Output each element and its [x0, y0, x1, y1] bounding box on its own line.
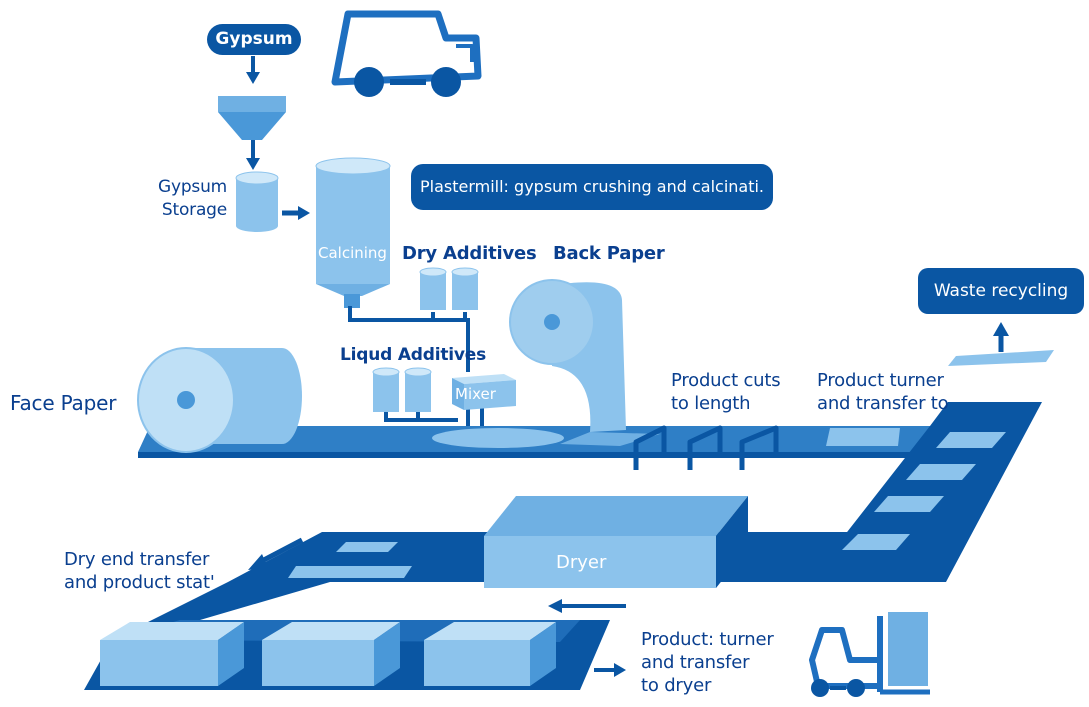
mixer-box [452, 374, 516, 410]
dryer-label: Dryer [556, 552, 607, 573]
dry-end-label-line2: and product stat' [64, 572, 215, 593]
face-paper-label: Face Paper [10, 391, 117, 415]
product-stack [100, 622, 244, 686]
calcining-tower [315, 157, 391, 308]
gypsum-feed-arrow [246, 56, 260, 84]
hopper [218, 96, 286, 170]
flow-arrow-dry-end [248, 537, 304, 570]
delivery-truck-icon [331, 10, 482, 97]
face-paper-roll [137, 347, 302, 453]
slurry-spread [432, 428, 564, 448]
product-turner-label: Product turner and transfer to [817, 369, 949, 415]
plastermill-banner: Plastermill: gypsum crushing and calcina… [411, 164, 773, 210]
product-turner-dryer-label-line3: to dryer [641, 675, 712, 696]
dry-end-label-line1: Dry end transfer [64, 549, 210, 570]
liquid-additives-label: Liqud Additives [340, 345, 487, 365]
gypsum-storage-label: Gypsum Storage [158, 176, 227, 222]
dry-additives-silos [419, 267, 479, 310]
liquid-additives-silos [372, 367, 432, 412]
dry-additives-label: Dry Additives [402, 243, 537, 264]
product-turner-label-line2: and transfer to [817, 393, 949, 414]
back-paper-label: Back Paper [553, 243, 665, 264]
product-cuts-label-line1: Product cuts [671, 370, 781, 391]
product-turner-label-line1: Product turner [817, 370, 944, 391]
product-turner-dryer-label-line1: Product: turner [641, 629, 774, 650]
board-on-turner [826, 428, 900, 446]
back-paper-roll [509, 279, 660, 446]
dry-end-label: Dry end transfer and product stat' [64, 548, 215, 594]
product-turner-dryer-label: Product: turner and transfer to dryer [641, 628, 774, 697]
gypsum-pill: Gypsum [207, 24, 301, 55]
forklift-icon [809, 612, 930, 697]
calcining-label: Calcining [318, 244, 387, 262]
product-cuts-label: Product cuts to length [671, 369, 781, 415]
transfer-conveyor [808, 402, 1042, 582]
flow-arrow-return [548, 599, 626, 613]
gypsum-storage-label-line2: Storage [161, 200, 228, 220]
product-turner-dryer-label-line2: and transfer [641, 652, 750, 673]
product-cuts-label-line2: to length [671, 393, 751, 414]
product-stack [262, 622, 400, 686]
waste-recycling-badge: Waste recycling [918, 268, 1084, 314]
flow-arrow-to-dryer [594, 663, 626, 677]
gypsum-storage-label-line1: Gypsum [158, 177, 228, 197]
product-stack [424, 622, 556, 686]
cutters [633, 425, 779, 470]
gypsum-storage-silo [235, 171, 310, 232]
dryer-box [484, 496, 748, 588]
waste-recycling-tray [948, 322, 1054, 366]
mixer-label: Mixer [455, 385, 496, 403]
